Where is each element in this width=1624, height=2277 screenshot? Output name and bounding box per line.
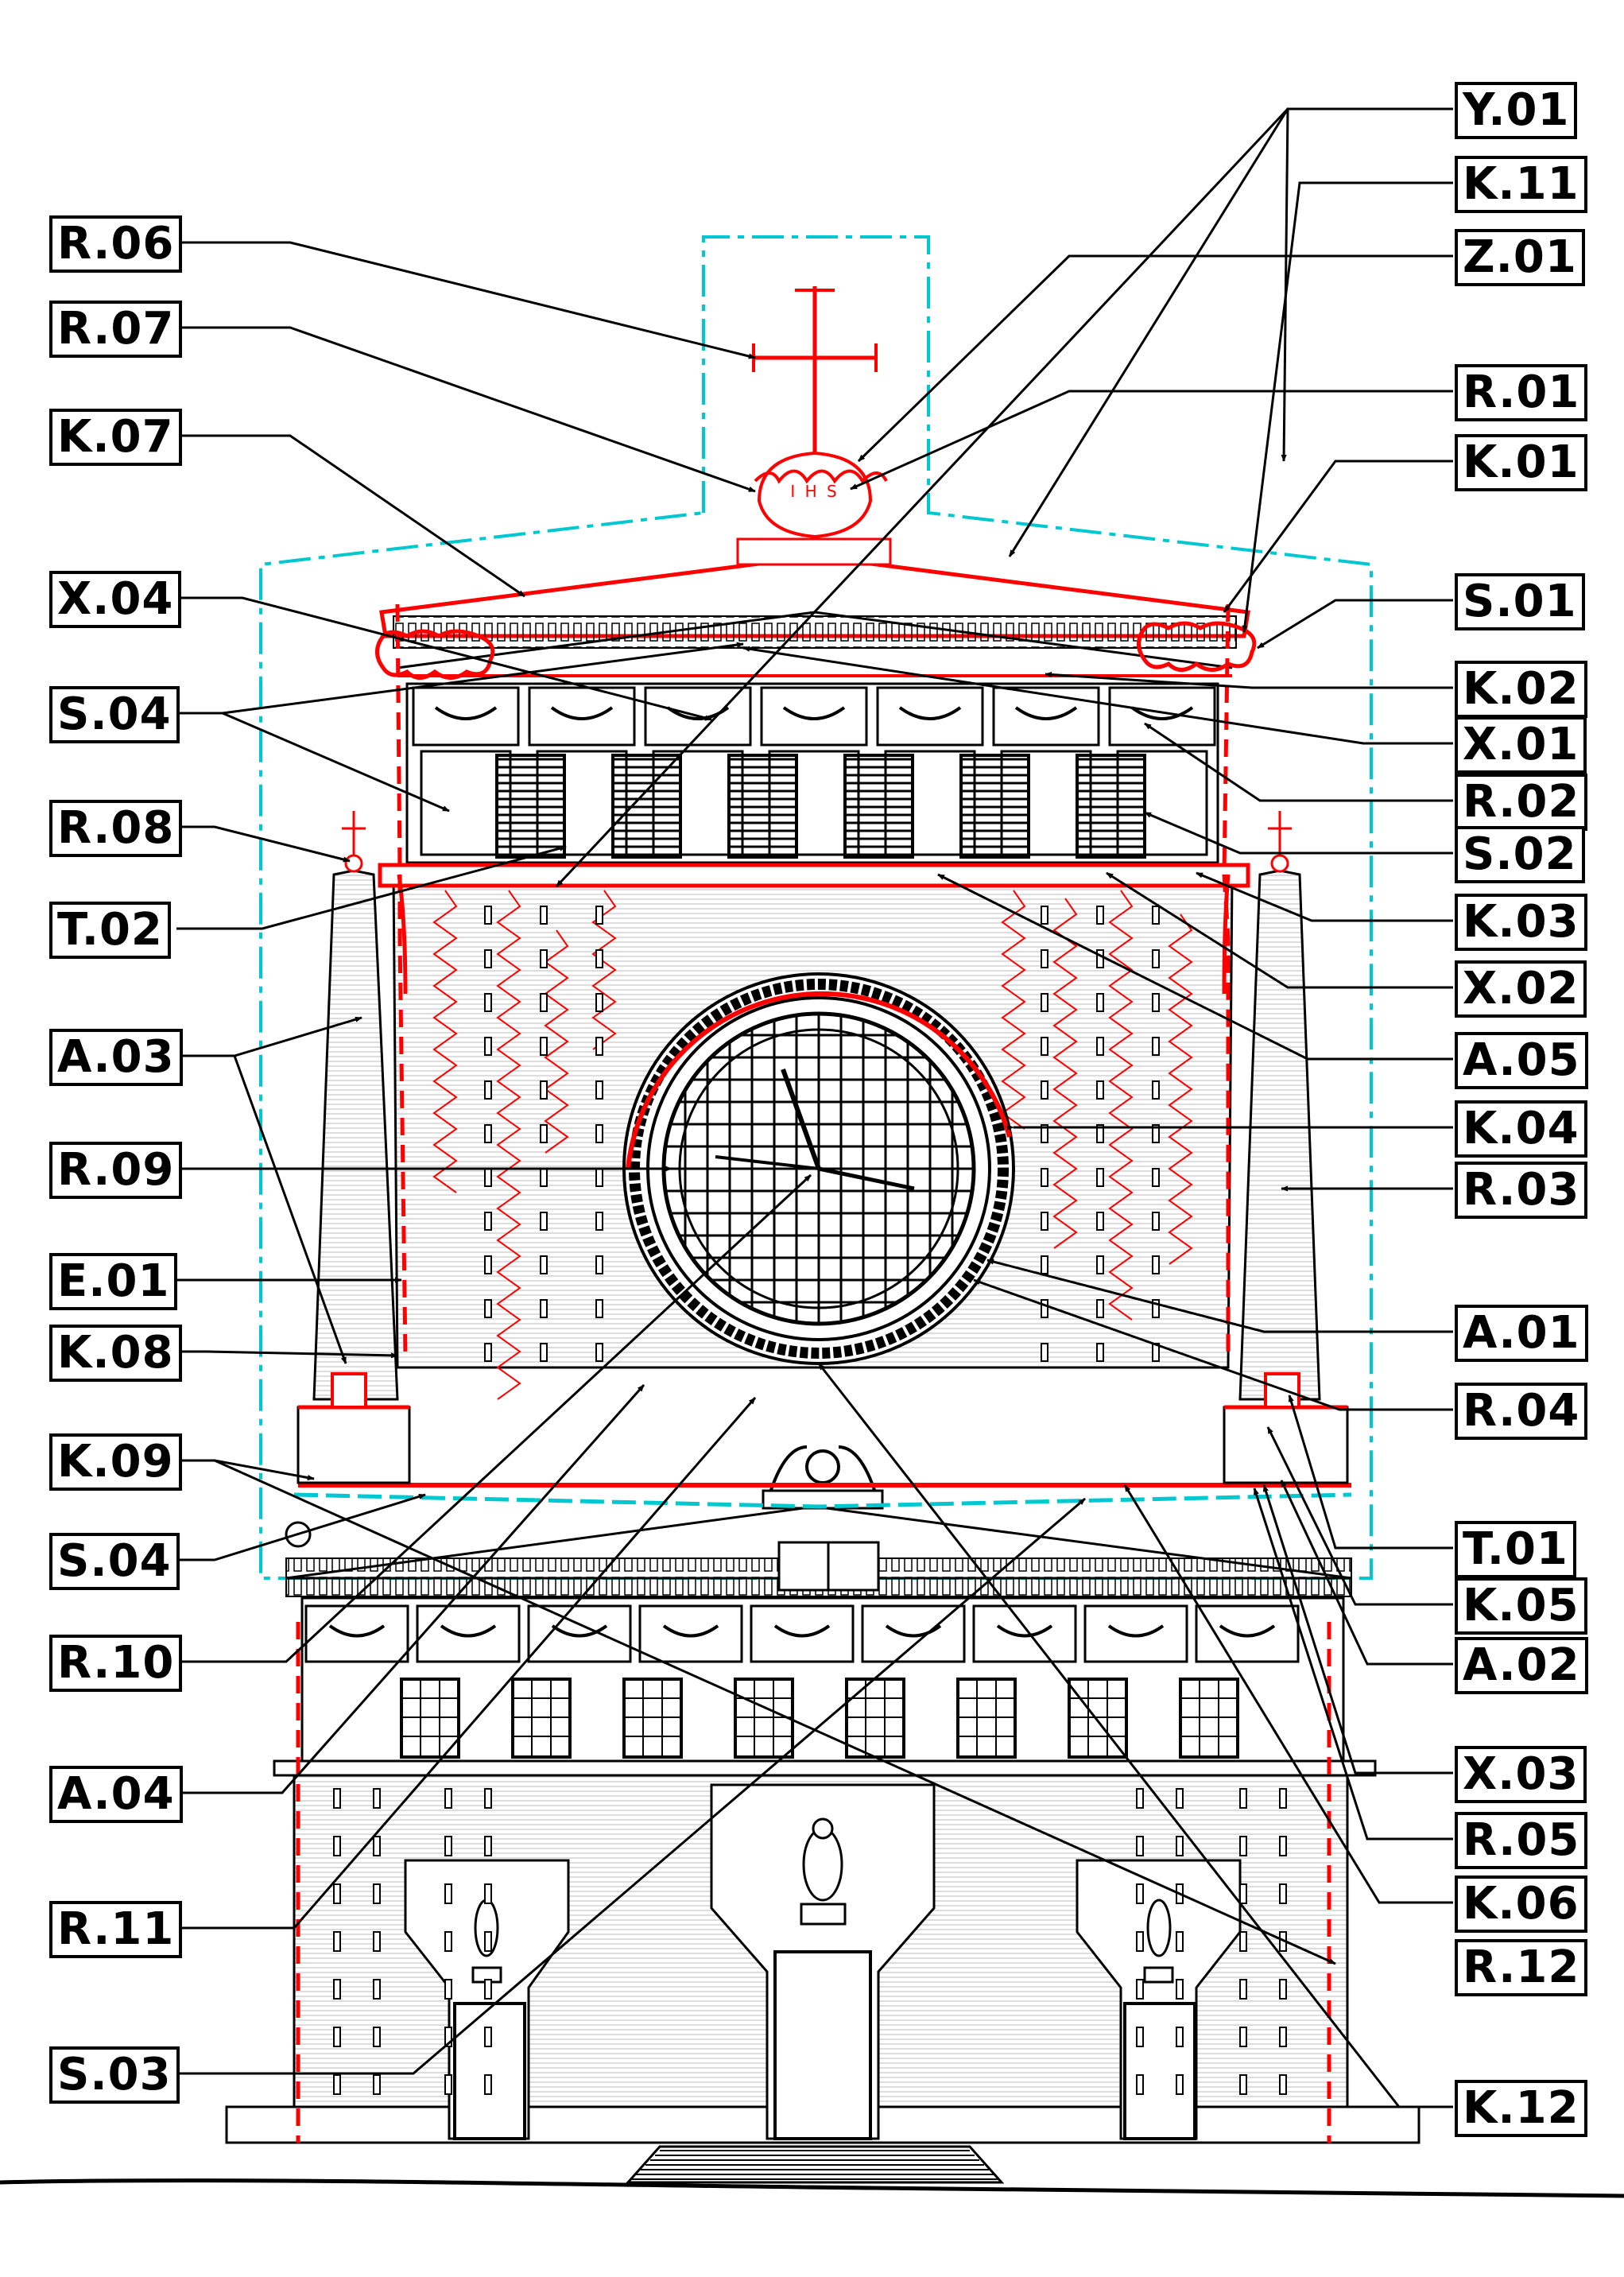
callout-label-left: X.04 bbox=[49, 571, 182, 628]
callout-label-right: Y.01 bbox=[1455, 82, 1578, 139]
leader-line bbox=[1253, 1488, 1453, 1841]
callout-label-left: S.04 bbox=[49, 1533, 180, 1590]
callout-label-right: K.04 bbox=[1455, 1100, 1587, 1158]
leader-line bbox=[1144, 722, 1453, 802]
boundary-outline bbox=[259, 235, 1373, 1580]
leader-line bbox=[1223, 460, 1453, 613]
callout-label-right: K.01 bbox=[1455, 434, 1587, 491]
callout-label-right: K.06 bbox=[1455, 1876, 1587, 1933]
ihs-monogram: I H S bbox=[790, 482, 839, 501]
callout-label-right: X.03 bbox=[1455, 1746, 1587, 1803]
leader-line bbox=[1281, 107, 1453, 462]
callout-label-right: A.02 bbox=[1455, 1637, 1588, 1694]
leader-line bbox=[1266, 1426, 1453, 1606]
callout-label-left: R.09 bbox=[49, 1142, 183, 1199]
leader-line bbox=[1288, 1395, 1453, 1550]
leader-line bbox=[176, 596, 712, 721]
callout-label-right: X.01 bbox=[1455, 716, 1587, 774]
callout-label-left: S.04 bbox=[49, 686, 180, 743]
callout-label-right: X.02 bbox=[1455, 960, 1587, 1018]
callout-label-right: S.01 bbox=[1455, 573, 1585, 630]
tower bbox=[293, 554, 1352, 2095]
leader-line bbox=[937, 873, 1453, 1061]
callout-label-right: K.12 bbox=[1455, 2080, 1587, 2137]
leader-line bbox=[1196, 871, 1453, 922]
callout-label-left: R.11 bbox=[49, 1901, 183, 1958]
callout-label-right: R.04 bbox=[1455, 1383, 1588, 1440]
leader-line bbox=[1144, 811, 1453, 855]
leader-line bbox=[857, 254, 1453, 463]
callout-label-left: A.03 bbox=[49, 1029, 183, 1086]
callout-label-left: R.07 bbox=[49, 301, 183, 358]
callout-label-right: R.12 bbox=[1455, 1939, 1588, 1996]
lower-building bbox=[225, 1505, 1421, 2184]
leader-line bbox=[176, 712, 450, 813]
leader-line bbox=[850, 390, 1453, 491]
leader-line bbox=[742, 646, 1453, 745]
side-obelisks bbox=[285, 811, 1349, 1548]
leader-line bbox=[1045, 671, 1453, 689]
leader-line bbox=[176, 1173, 812, 1663]
callout-label-right: R.03 bbox=[1455, 1162, 1588, 1219]
leader-line bbox=[1262, 1484, 1453, 1775]
leader-line bbox=[986, 1259, 1453, 1333]
callout-label-right: T.01 bbox=[1455, 1521, 1576, 1578]
callout-label-left: S.03 bbox=[49, 2046, 180, 2104]
leader-line bbox=[1106, 871, 1453, 989]
callout-label-left: R.08 bbox=[49, 800, 183, 857]
callout-label-right: R.01 bbox=[1455, 364, 1588, 421]
callout-label-right: A.01 bbox=[1455, 1305, 1588, 1362]
callout-label-right: S.02 bbox=[1455, 826, 1585, 883]
callout-label-left: K.08 bbox=[49, 1325, 182, 1382]
leader-lines bbox=[176, 107, 1453, 2108]
callout-label-left: K.07 bbox=[49, 409, 182, 466]
callout-label-right: K.03 bbox=[1455, 894, 1587, 951]
leader-line bbox=[1123, 1484, 1453, 1904]
leader-line bbox=[176, 241, 756, 359]
leader-line bbox=[176, 1459, 315, 1481]
leader-line bbox=[1242, 181, 1453, 633]
leader-line bbox=[176, 1384, 645, 1794]
leader-line bbox=[176, 1459, 1336, 1965]
leader-line bbox=[176, 326, 756, 493]
callout-label-left: R.06 bbox=[49, 215, 183, 273]
callout-label-left: E.01 bbox=[49, 1253, 178, 1310]
leader-line bbox=[973, 1278, 1453, 1411]
callout-label-left: R.10 bbox=[49, 1635, 183, 1692]
leader-line bbox=[1280, 1480, 1453, 1666]
callout-label-left: T.02 bbox=[49, 902, 171, 959]
leader-line bbox=[176, 1493, 426, 1561]
leader-line bbox=[176, 1350, 398, 1359]
ground-line bbox=[0, 2178, 1624, 2198]
callout-label-right: K.05 bbox=[1455, 1577, 1587, 1635]
leader-line bbox=[176, 1497, 1086, 2075]
callout-label-right: R.05 bbox=[1455, 1812, 1588, 1869]
leader-line bbox=[817, 1363, 1453, 2108]
leader-line bbox=[176, 1054, 347, 1364]
leader-line bbox=[176, 845, 567, 930]
callout-label-right: A.05 bbox=[1455, 1032, 1588, 1089]
callout-label-left: A.04 bbox=[49, 1766, 183, 1823]
callout-label-right: Z.01 bbox=[1455, 229, 1585, 286]
orb-and-cross: I H S bbox=[736, 286, 892, 566]
callout-label-right: K.02 bbox=[1455, 661, 1587, 718]
leader-line bbox=[176, 1397, 757, 1930]
callout-label-right: K.11 bbox=[1455, 156, 1587, 213]
callout-label-right: R.02 bbox=[1455, 774, 1588, 831]
leader-line bbox=[176, 434, 525, 598]
leader-line bbox=[176, 825, 351, 863]
leader-line bbox=[1257, 599, 1453, 650]
callout-label-left: K.09 bbox=[49, 1433, 182, 1491]
